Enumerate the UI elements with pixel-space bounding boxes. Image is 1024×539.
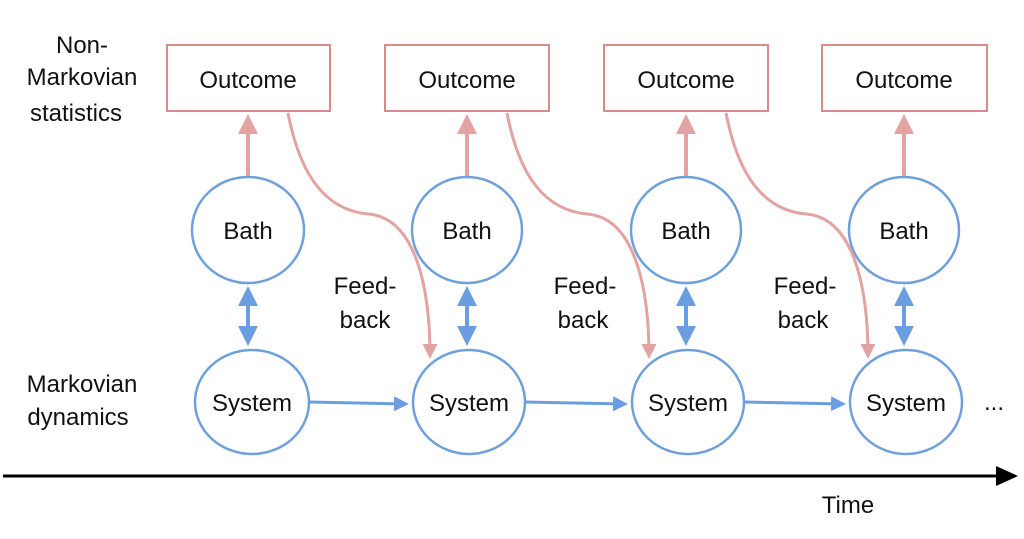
- outcome-label-2: Outcome: [418, 67, 515, 94]
- top-left-label-line-3: statistics: [30, 100, 122, 127]
- outcome-label-3: Outcome: [637, 67, 734, 94]
- top-left-label-line-2: Markovian: [27, 64, 138, 91]
- time-axis-arrowhead: [996, 466, 1018, 486]
- feedback-label-2-line-1: Feed-: [554, 273, 617, 300]
- bath-label-2: Bath: [442, 218, 491, 245]
- outcome-box-4: [821, 44, 988, 112]
- bath-label-4: Bath: [879, 218, 928, 245]
- top-left-label-line-1: Non-: [56, 32, 108, 59]
- continuation-ellipsis: ...: [984, 389, 1004, 416]
- feedback-label-1-line-2: back: [340, 307, 392, 334]
- outcome-box-1: [166, 44, 331, 112]
- system-label-2: System: [429, 390, 509, 417]
- feedback-curve-2: [505, 112, 657, 359]
- system-transition-arrow-1: [308, 396, 409, 412]
- system-label-3: System: [648, 390, 728, 417]
- bath-node-3: [629, 175, 743, 285]
- outcome-box-2: [384, 44, 550, 112]
- bottom-left-label-line-1: Markovian: [27, 371, 138, 398]
- system-node-4: [848, 348, 964, 456]
- feedback-label-3-line-2: back: [778, 307, 830, 334]
- bath-label-3: Bath: [661, 218, 710, 245]
- feedback-curve-3: [724, 112, 876, 359]
- bath-label-1: Bath: [223, 218, 272, 245]
- system-label-1: System: [212, 390, 292, 417]
- time-axis-label: Time: [822, 492, 874, 519]
- outcome-box-3: [603, 44, 769, 112]
- feedback-label-3-line-1: Feed-: [774, 273, 837, 300]
- feedback-label-1-line-1: Feed-: [334, 273, 397, 300]
- outcome-label-4: Outcome: [855, 67, 952, 94]
- bath-node-4: [847, 175, 961, 285]
- system-label-4: System: [866, 390, 946, 417]
- system-transition-arrow-2: [524, 396, 628, 412]
- outcome-label-1: Outcome: [199, 67, 296, 94]
- feedback-curve-1: [286, 112, 438, 359]
- bath-node-2: [410, 175, 524, 285]
- bottom-left-label-line-2: dynamics: [27, 404, 128, 431]
- system-transition-arrow-3: [743, 396, 846, 412]
- bath-node-1: [190, 175, 306, 285]
- feedback-label-2-line-2: back: [558, 307, 610, 334]
